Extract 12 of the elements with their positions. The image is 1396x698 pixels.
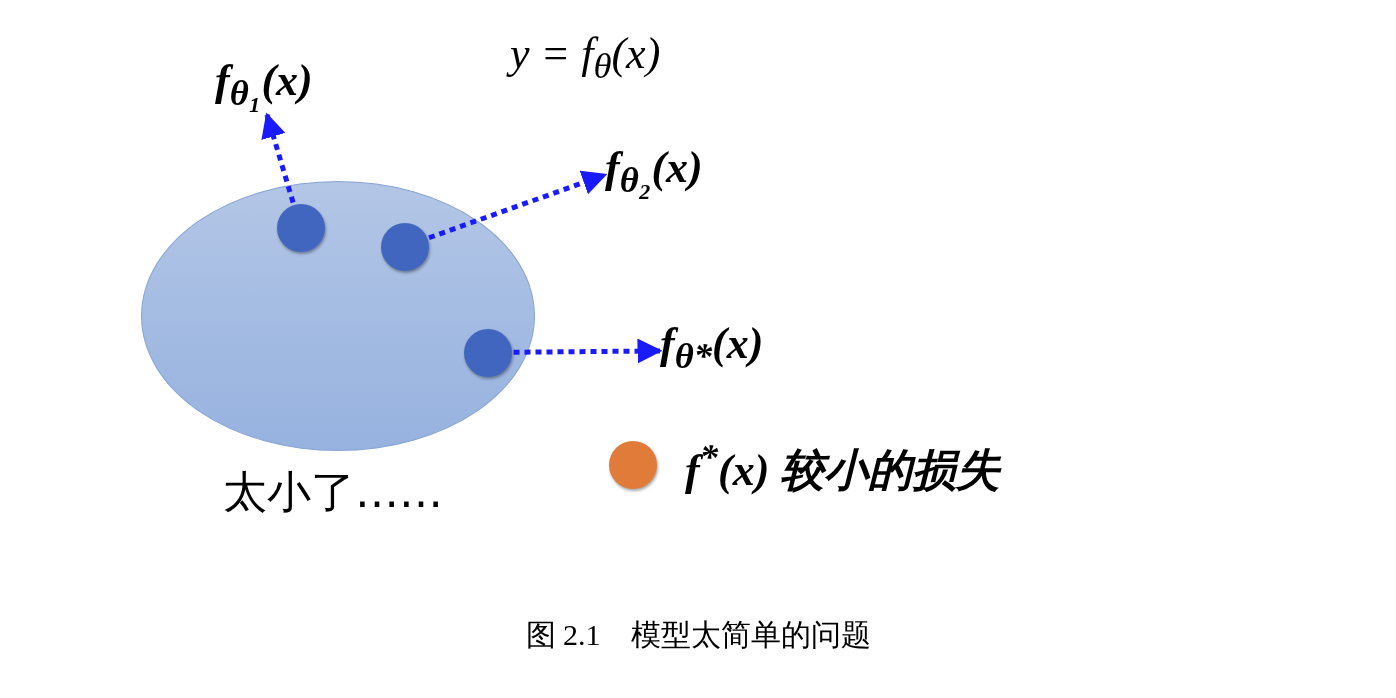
arrow: [513, 338, 663, 364]
function-label: f$_{θ₁}$(x): [215, 55, 313, 115]
point-dot: [276, 203, 325, 252]
arrow: [428, 170, 608, 241]
point-dot: [463, 328, 512, 377]
legend-text: f$^{*}$(x) 较小的损失: [685, 435, 1001, 497]
figure-caption: 图 2.1 模型太简单的问题: [524, 617, 872, 653]
function-label: f$_{θ₂}$(x): [605, 142, 703, 202]
arrow: [261, 112, 296, 204]
function-label: f$_{θ*}$(x): [660, 318, 764, 378]
point-dot: [380, 222, 429, 271]
note-text: 太小了……: [223, 465, 443, 519]
